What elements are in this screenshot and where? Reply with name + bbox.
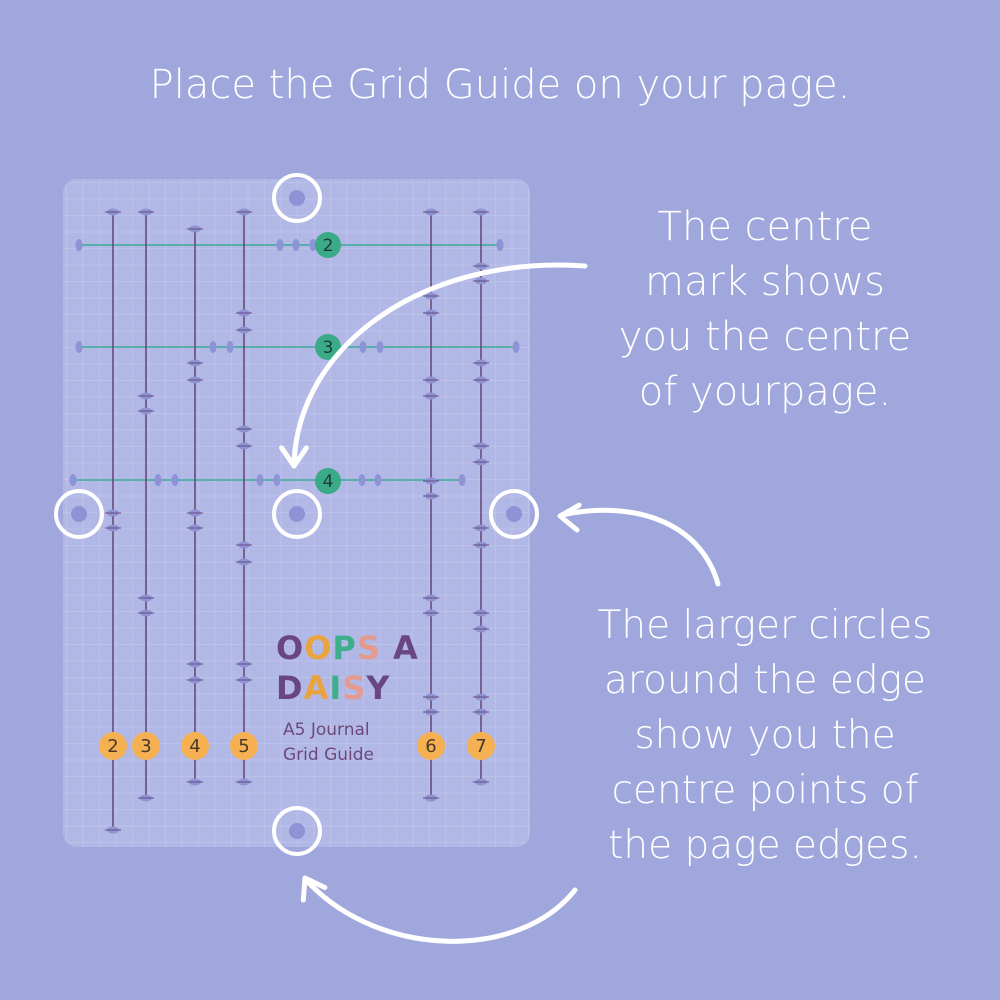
column-number-label: 3 — [140, 736, 151, 757]
logo-letter: O — [276, 629, 305, 667]
column-number-badge — [467, 732, 495, 760]
grid-marker — [376, 341, 384, 353]
grid-marker — [171, 474, 179, 486]
grid-marker — [458, 474, 466, 486]
caption-line: The centre — [657, 204, 873, 250]
grid-marker — [374, 474, 382, 486]
logo-letter: S — [342, 669, 367, 707]
column-number-label: 2 — [107, 736, 118, 757]
guide-label: A5 Journal Grid Guide — [283, 718, 413, 768]
column-number-label: 5 — [238, 736, 249, 757]
column-number-badge — [417, 732, 445, 760]
logo-letter: S — [356, 629, 381, 667]
column-number-badge — [230, 732, 258, 760]
grid-marker — [75, 239, 83, 251]
bottom-edge-circle-dot — [289, 823, 305, 839]
brand-logo: OOPS A DAISY — [276, 628, 426, 708]
grid-marker — [276, 239, 284, 251]
grid-marker — [75, 341, 83, 353]
guide-label-line: A5 Journal — [283, 720, 370, 740]
grid-marker — [226, 341, 234, 353]
logo-letter: Y — [366, 669, 391, 707]
logo-letter: P — [332, 629, 357, 667]
page-title: Place the Grid Guide on your page. — [149, 62, 851, 108]
column-number-label: 7 — [475, 736, 486, 757]
logo-letter — [381, 628, 393, 668]
caption-line: show you the — [634, 713, 896, 758]
grid-marker — [512, 341, 520, 353]
caption-line: The larger circles — [597, 603, 933, 648]
bottom-edge-circle — [272, 806, 322, 856]
logo-letter: O — [304, 629, 333, 667]
caption-line: of yourpage. — [638, 369, 892, 415]
logo-letter: D — [276, 669, 304, 707]
column-number-badge — [99, 732, 127, 760]
caption-line: you the centre — [618, 314, 912, 360]
logo-letter: I — [329, 669, 343, 707]
grid-marker — [154, 474, 162, 486]
logo-letter: A — [393, 629, 419, 667]
row-number-badge — [315, 334, 341, 360]
grid-marker — [209, 341, 217, 353]
curved-arrow-to-centre — [291, 262, 588, 465]
row-number-label: 3 — [323, 338, 334, 358]
column-number-badge — [132, 732, 160, 760]
logo-letter: A — [303, 669, 330, 707]
caption-line: centre points of — [611, 768, 919, 813]
logo-line-1: OOPS A — [276, 628, 426, 668]
row-number-label: 2 — [323, 236, 334, 256]
row-number-label: 4 — [323, 472, 334, 492]
left-edge-circle-dot — [71, 506, 87, 522]
centre-mark-circle-dot — [289, 506, 305, 522]
top-edge-circle — [272, 173, 322, 223]
right-edge-circle-dot — [506, 506, 522, 522]
curved-arrow-to-bottom-edge-head — [300, 875, 328, 903]
column-number-label: 4 — [189, 736, 200, 757]
grid-marker — [273, 474, 281, 486]
grid-marker — [309, 239, 317, 251]
row-number-badge — [315, 232, 341, 258]
grid-marker — [359, 341, 367, 353]
edge-circles-caption: The larger circles around the edge show … — [560, 598, 970, 873]
centre-mark-circle — [272, 489, 322, 539]
grid-marker — [69, 474, 77, 486]
column-number-badge — [181, 732, 209, 760]
curved-arrow-to-right-edge-head — [557, 502, 582, 533]
curved-arrow-to-right-edge — [559, 507, 721, 587]
left-edge-circle — [54, 489, 104, 539]
column-number-label: 6 — [425, 736, 436, 757]
right-edge-circle — [489, 489, 539, 539]
grid-marker — [358, 474, 366, 486]
centre-mark-caption: The centre mark shows you the centre of … — [585, 200, 945, 420]
caption-line: around the edge — [603, 658, 927, 703]
curved-arrow-to-centre-head — [279, 445, 309, 469]
guide-label-line: Grid Guide — [283, 745, 375, 765]
curved-arrow-to-bottom-edge — [303, 877, 578, 944]
caption-line: the page edges. — [608, 823, 922, 868]
grid-marker — [292, 239, 300, 251]
logo-line-2: DAISY — [276, 668, 426, 708]
grid-marker — [496, 239, 504, 251]
row-number-badge — [315, 468, 341, 494]
top-edge-circle-dot — [289, 190, 305, 206]
caption-line: mark shows — [644, 259, 886, 305]
grid-marker — [256, 474, 264, 486]
